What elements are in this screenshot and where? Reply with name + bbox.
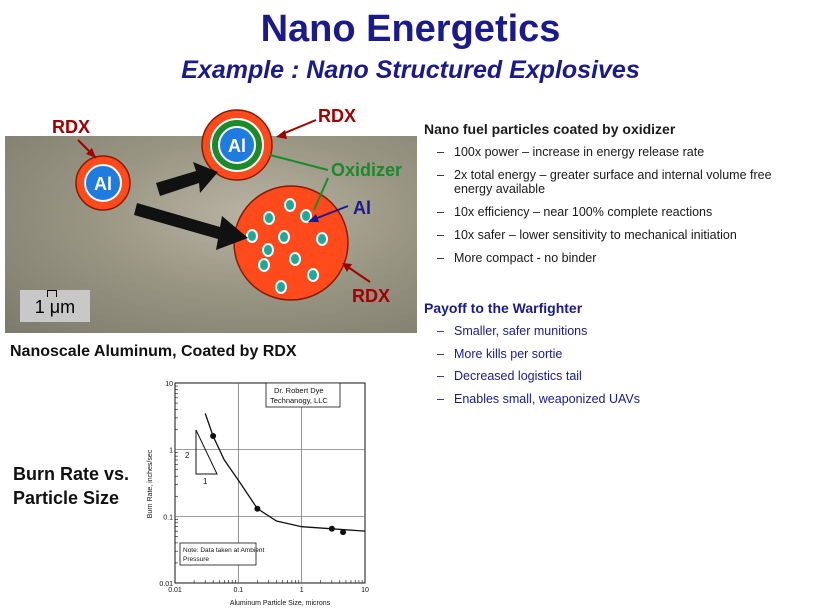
list-item-text: 100x power – increase in energy release …	[454, 145, 705, 159]
data-point	[210, 433, 217, 440]
label-al-right: Al	[353, 198, 371, 218]
label-al-small: Al	[94, 174, 112, 194]
arrow-down-right	[134, 203, 248, 250]
data-point	[340, 529, 347, 536]
burn-rate-chart: 0.01 0.1 1 10 10 1 0.1 0.01 2 1 Dr. Robert Dye …	[147, 381, 369, 607]
list-item: –100x power – increase in energy release…	[437, 145, 705, 159]
label-rdx-top: RDX	[318, 106, 356, 126]
slope-triangle: 2 1	[185, 429, 218, 486]
payoff-list: –Smaller, safer munitions –More kills pe…	[424, 324, 804, 414]
particle-diagram: Al Al RDX RDX Oxidizer Al RDX	[52, 106, 402, 306]
rdx-top-pointer	[279, 119, 317, 136]
nano-fuel-benefits-list: –100x power – increase in energy release…	[424, 145, 804, 274]
list-item-text: Enables small, weaponized UAVs	[454, 391, 640, 406]
list-item: –More kills per sortie	[437, 346, 563, 361]
note-line1: Note: Data taken at Ambient	[183, 547, 264, 554]
scale-tick-icon	[47, 290, 57, 297]
list-item: –2x total energy – greater surface and i…	[437, 168, 772, 196]
y-tick-label: 0.1	[163, 514, 173, 521]
al-core-small	[84, 164, 122, 202]
x-tick-label: 0.01	[168, 587, 182, 594]
section-heading-payoff: Payoff to the Warfighter	[424, 300, 583, 316]
image-caption: Nanoscale Aluminum, Coated by RDX	[10, 343, 297, 360]
list-item-text: 10x efficiency – near 100% complete reac…	[454, 205, 713, 219]
credit-box: Dr. Robert Dye Technanogy, LLC	[265, 382, 341, 408]
credit-line2: Technanogy, LLC	[270, 396, 328, 405]
list-item-text: More kills per sortie	[454, 346, 563, 361]
list-item: –Enables small, weaponized UAVs	[437, 391, 640, 406]
y-tick-label: 1	[169, 448, 173, 455]
chart-grid	[174, 382, 366, 584]
list-item: –More compact - no binder	[437, 251, 597, 265]
arrow-up-right	[156, 162, 218, 196]
slope-rise: 2	[185, 451, 190, 460]
burn-label-line2: Particle Size	[13, 488, 120, 508]
slope-run: 1	[203, 477, 208, 486]
x-axis-label: Aluminum Particle Size, microns	[230, 600, 331, 607]
x-tick-label: 10	[361, 587, 369, 594]
scale-bar: 1 μm	[20, 290, 90, 322]
list-item-text: Decreased logistics tail	[454, 369, 582, 383]
slide-subtitle: Example : Nano Structured Explosives	[181, 56, 640, 84]
al-inclusions	[246, 198, 328, 294]
list-item: –10x safer – lower sensitivity to mechan…	[437, 228, 737, 242]
label-al-coated: Al	[228, 136, 246, 156]
list-item-text: 2x total energy – greater surface and in…	[454, 168, 772, 196]
credit-line1: Dr. Robert Dye	[274, 386, 324, 395]
label-rdx-left: RDX	[52, 117, 90, 137]
list-item-text: More compact - no binder	[454, 251, 597, 265]
y-tick-label: 0.01	[159, 581, 173, 588]
note-box: Note: Data taken at Ambient Pressure	[179, 542, 264, 566]
y-tick-label: 10	[165, 381, 173, 388]
burn-rate-label: Burn Rate vs. Particle Size	[13, 462, 173, 510]
label-rdx-bottom: RDX	[352, 286, 390, 306]
label-oxidizer: Oxidizer	[331, 160, 402, 180]
chart-tick-labels: 0.01 0.1 1 10 10 1 0.1 0.01	[159, 381, 369, 594]
data-point	[254, 505, 261, 512]
fit-curve	[204, 413, 366, 532]
al-core-coated	[218, 126, 256, 164]
list-item: –Decreased logistics tail	[437, 369, 582, 383]
x-tick-label: 1	[300, 587, 304, 594]
slide-title: Nano Energetics	[260, 8, 561, 50]
note-line2: Pressure	[183, 556, 209, 563]
x-tick-label: 0.1	[233, 587, 243, 594]
oxidizer-pointer	[269, 154, 329, 171]
list-item: –Smaller, safer munitions	[437, 324, 588, 338]
list-item-text: Smaller, safer munitions	[454, 324, 588, 338]
section-heading-nano-fuel: Nano fuel particles coated by oxidizer	[424, 121, 676, 137]
list-item-text: 10x safer – lower sensitivity to mechani…	[454, 228, 737, 242]
list-item: –10x efficiency – near 100% complete rea…	[437, 205, 713, 219]
data-points	[210, 433, 347, 536]
data-point	[328, 525, 335, 532]
y-axis-label: Burn Rate, inches/sec	[147, 449, 154, 518]
al-pointer	[311, 205, 349, 221]
burn-label-line1: Burn Rate vs.	[13, 464, 130, 484]
